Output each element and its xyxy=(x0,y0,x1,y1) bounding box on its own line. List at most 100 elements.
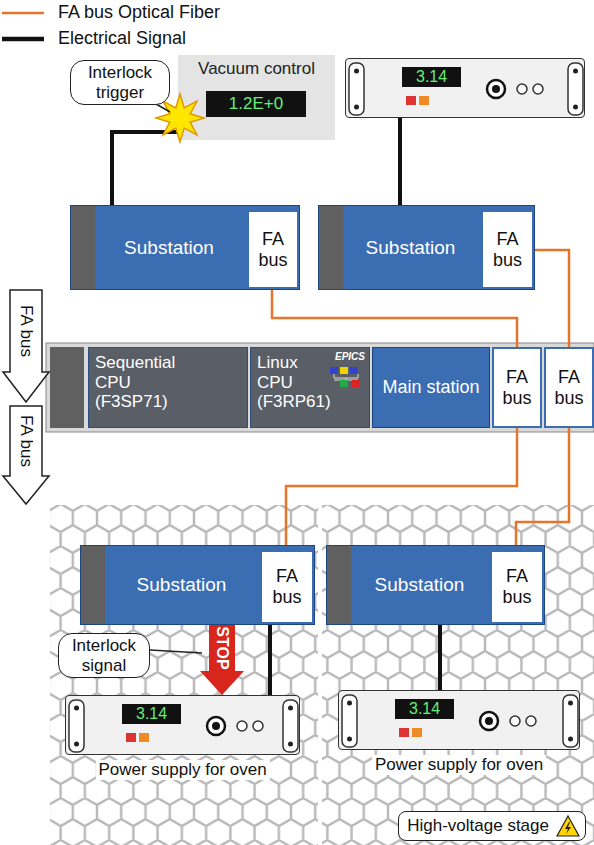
handle-screw xyxy=(354,105,359,110)
network-lines xyxy=(334,374,358,380)
bus-arrow xyxy=(3,290,49,402)
substation-module: SubstationFA bus xyxy=(318,205,535,290)
cpu-module: Sequential CPU (F3SP71) xyxy=(88,347,248,428)
fa-bus-module: FA bus xyxy=(481,210,534,289)
callout-label: Interlock signal xyxy=(58,633,150,678)
handle-screw xyxy=(288,742,293,747)
interlock-arrow xyxy=(209,625,235,671)
terminal xyxy=(237,721,247,731)
fa-bus-module: FA bus xyxy=(544,347,594,428)
rack-handle xyxy=(568,63,583,115)
fa-bus-label: FA bus xyxy=(546,367,592,408)
button-red xyxy=(399,728,409,737)
callout-label: Interlock trigger xyxy=(70,60,170,105)
legend-swatch xyxy=(0,2,46,24)
knob xyxy=(207,717,225,735)
high-voltage-mesh xyxy=(322,505,594,845)
network-node xyxy=(340,367,348,374)
button-orange xyxy=(412,728,422,737)
handle-screw xyxy=(568,701,573,706)
cpu-module: Linux CPU (F3RP61)EPICS xyxy=(250,347,370,428)
electrical-wire xyxy=(438,625,442,690)
substation-label: Substation xyxy=(124,237,214,259)
module-slot xyxy=(327,546,351,624)
module-slot xyxy=(71,206,95,289)
fa-bus-label: FA bus xyxy=(483,229,532,270)
handle-screw xyxy=(74,742,79,747)
electrical-wire xyxy=(398,118,402,205)
button-orange xyxy=(139,733,149,742)
power-supply-panel xyxy=(346,59,586,119)
rack-handle xyxy=(283,700,298,752)
terminal xyxy=(533,84,543,94)
handle-screw xyxy=(573,69,578,74)
pressure-display: 1.2E+0 xyxy=(206,91,306,117)
rack-handle xyxy=(69,700,84,752)
handle-screw xyxy=(74,706,79,711)
network-icon xyxy=(326,365,366,387)
rack-handle xyxy=(563,695,578,747)
handle-screw xyxy=(347,737,352,742)
handle-screw xyxy=(347,701,352,706)
display-value: 3.14 xyxy=(402,67,461,87)
optical-fiber xyxy=(272,289,517,347)
optical-fiber xyxy=(286,428,517,550)
display-value: 3.14 xyxy=(122,704,181,724)
substation-label: Substation xyxy=(137,574,227,596)
network-node xyxy=(350,367,358,374)
callout-tail xyxy=(156,104,170,112)
network-node xyxy=(352,380,360,387)
cpu-label: Linux CPU (F3RP61) xyxy=(257,353,333,412)
substation-module: Substation FA bus xyxy=(326,545,545,625)
fa-bus-label: FA bus xyxy=(492,566,542,607)
warning-sign xyxy=(556,815,580,837)
high-voltage-mesh xyxy=(50,505,318,845)
substation-label: Substation xyxy=(375,574,465,596)
device-name: Vacuum control xyxy=(178,55,335,79)
electrical-wire xyxy=(112,132,178,205)
legend-text: FA bus Optical Fiber xyxy=(58,2,220,23)
rack-slot xyxy=(50,347,84,428)
terminal xyxy=(517,84,527,94)
handle-screw xyxy=(573,105,578,110)
signal-label: STOP xyxy=(213,625,231,670)
terminal xyxy=(510,716,520,726)
handle-screw xyxy=(568,737,573,742)
main-rack xyxy=(46,343,594,432)
knob-center xyxy=(212,722,220,730)
optical-fiber xyxy=(516,428,569,550)
legend-text: Electrical Signal xyxy=(58,28,186,49)
substation-module: SubstationFA bus xyxy=(70,205,300,290)
fa-bus-label: FA bus xyxy=(494,367,540,408)
device-caption: Power supply for oven xyxy=(95,760,269,780)
rack-handle xyxy=(342,695,357,747)
station-label: Main station xyxy=(382,377,479,398)
bus-direction-label: FA bus xyxy=(16,415,36,467)
legend-line xyxy=(2,37,44,42)
knob-center xyxy=(492,85,500,93)
cpu-label: Sequential CPU (F3SP71) xyxy=(95,353,185,412)
display-value: 3.14 xyxy=(395,699,454,719)
fa-bus-module: FA bus xyxy=(492,347,542,428)
main-station: Main station xyxy=(372,347,490,428)
callout-tail xyxy=(150,650,202,653)
bus-arrow xyxy=(3,406,49,504)
fa-bus-label: FA bus xyxy=(262,566,312,607)
network-node xyxy=(330,367,338,374)
button-red xyxy=(406,96,416,105)
legend-row: FA bus Optical Fiber xyxy=(0,2,300,24)
button-orange xyxy=(419,96,429,105)
electrical-wire xyxy=(268,625,272,695)
substation-module: Substation FA bus xyxy=(80,545,315,625)
power-supply: 3.14Power supply for oven xyxy=(338,690,580,750)
power-supply-panel xyxy=(339,691,581,751)
power-supply-panel xyxy=(66,696,301,756)
knob xyxy=(480,712,498,730)
handle-screw xyxy=(288,706,293,711)
legend-row: Electrical Signal xyxy=(0,28,300,50)
terminal xyxy=(526,716,536,726)
button-red xyxy=(126,733,136,742)
lightning-bolt xyxy=(565,822,571,834)
rack-handle xyxy=(349,63,364,115)
handle-screw xyxy=(354,69,359,74)
